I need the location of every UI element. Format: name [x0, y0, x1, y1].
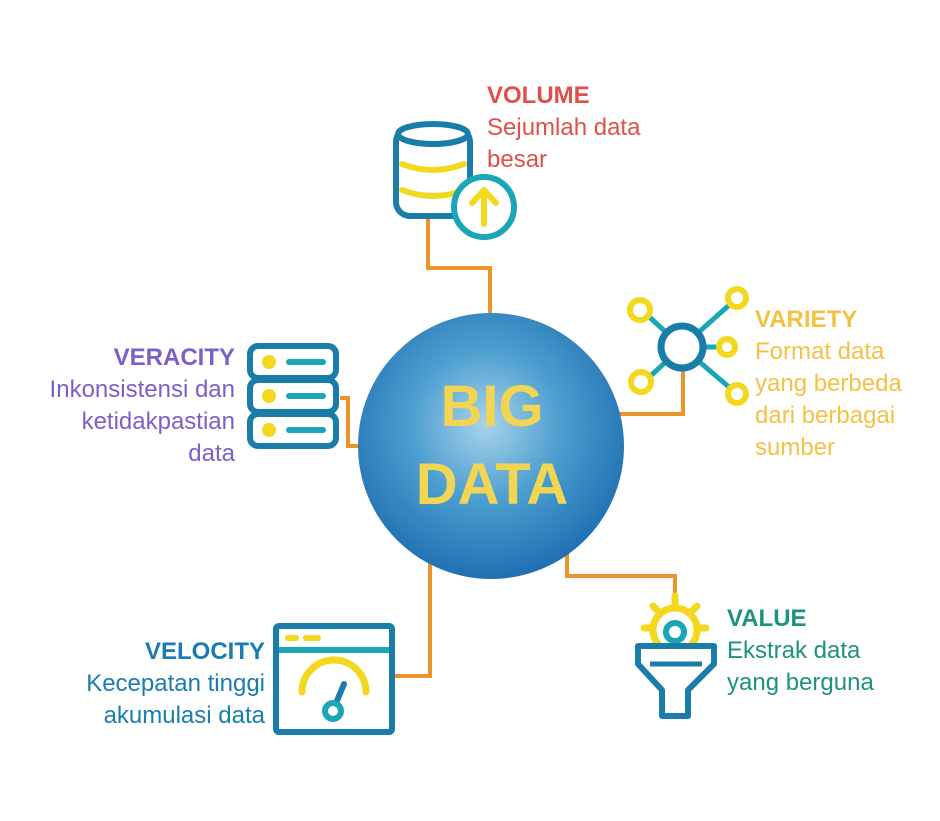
volume-desc-line2: besar — [487, 146, 548, 173]
database-upload-icon — [393, 121, 517, 240]
connector-volume — [426, 218, 492, 316]
velocity-desc-line1: Kecepatan tinggi — [86, 670, 265, 697]
variety-title: VARIETY — [755, 306, 858, 333]
connector-velocity — [394, 562, 432, 678]
network-nodes-icon — [627, 286, 749, 406]
connector-veracity — [340, 396, 362, 448]
center-title-line1: BIG — [440, 374, 544, 439]
connectors — [340, 218, 685, 678]
volume-title: VOLUME — [487, 82, 590, 109]
big-data-sphere — [358, 313, 624, 579]
volume-label: VOLUME Sejumlah data besar — [487, 80, 640, 176]
value-desc-line2: yang berguna — [727, 669, 874, 696]
connector-value — [565, 552, 677, 596]
server-stack-icon — [247, 343, 339, 449]
variety-desc-line1: Format data — [755, 338, 885, 365]
variety-desc-line2: yang berbeda — [755, 370, 902, 397]
connector-variety — [610, 370, 685, 416]
center-title-line2: DATA — [415, 452, 569, 517]
value-label: VALUE Ekstrak data yang berguna — [727, 603, 874, 699]
veracity-desc-line2: ketidakpastian — [81, 408, 235, 435]
veracity-title: VERACITY — [113, 344, 235, 371]
veracity-desc-line1: Inkonsistensi dan — [49, 376, 235, 403]
veracity-label: VERACITY Inkonsistensi dan ketidakpastia… — [10, 342, 235, 470]
velocity-desc-line2: akumulasi data — [103, 702, 265, 729]
velocity-title: VELOCITY — [144, 638, 265, 665]
value-desc-line1: Ekstrak data — [727, 637, 861, 664]
variety-desc-line4: sumber — [755, 434, 836, 461]
velocity-label: VELOCITY Kecepatan tinggi akumulasi data — [40, 636, 265, 732]
gear-funnel-icon — [635, 592, 717, 719]
volume-desc-line1: Sejumlah data — [487, 114, 641, 141]
variety-label: VARIETY Format data yang berbeda dari be… — [755, 304, 902, 464]
speedometer-window-icon — [273, 623, 395, 735]
value-title: VALUE — [727, 605, 807, 632]
veracity-desc-line3: data — [188, 440, 235, 467]
variety-desc-line3: dari berbagai — [755, 402, 896, 429]
